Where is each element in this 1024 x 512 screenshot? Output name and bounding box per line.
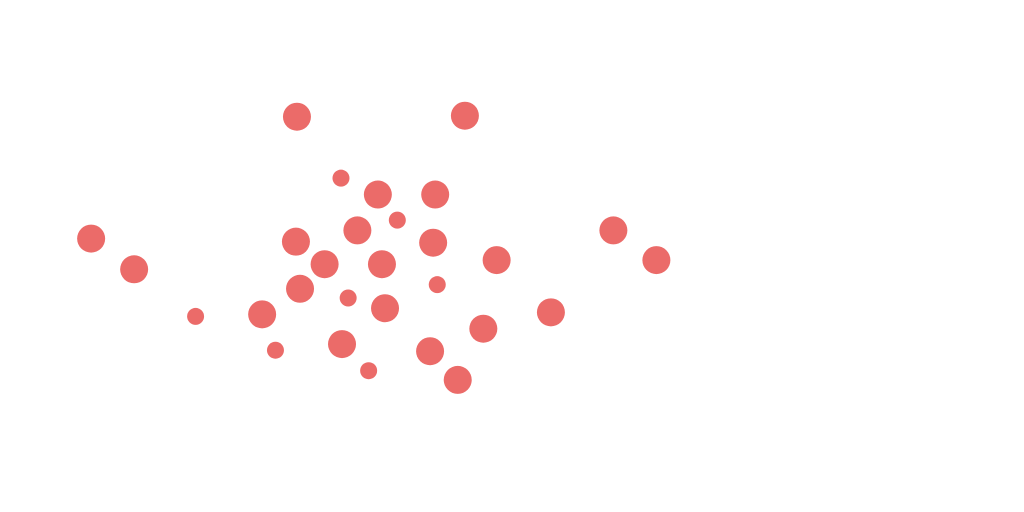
- data-point-12: [367, 250, 396, 279]
- data-point-15: [642, 246, 671, 275]
- data-point-13: [482, 246, 511, 275]
- data-point-24: [266, 341, 284, 359]
- data-point-1: [450, 101, 479, 130]
- data-point-14: [599, 216, 628, 245]
- data-point-5: [388, 211, 406, 229]
- data-point-22: [536, 298, 565, 327]
- data-point-19: [371, 294, 400, 323]
- data-point-7: [343, 216, 372, 245]
- data-point-6: [77, 224, 106, 253]
- data-point-21: [187, 307, 205, 325]
- data-point-27: [360, 362, 378, 380]
- data-point-28: [443, 365, 472, 394]
- data-point-25: [328, 330, 357, 359]
- data-point-17: [339, 289, 357, 307]
- data-point-18: [428, 276, 446, 294]
- data-point-26: [416, 337, 445, 366]
- data-point-10: [120, 255, 149, 284]
- data-point-3: [363, 180, 392, 209]
- data-point-11: [310, 250, 339, 279]
- data-point-9: [419, 228, 448, 257]
- data-point-2: [332, 169, 350, 187]
- data-point-0: [282, 102, 311, 131]
- data-point-4: [421, 180, 450, 209]
- data-point-23: [469, 314, 498, 343]
- data-point-8: [281, 227, 310, 256]
- data-point-16: [286, 274, 315, 303]
- data-point-20: [248, 300, 277, 329]
